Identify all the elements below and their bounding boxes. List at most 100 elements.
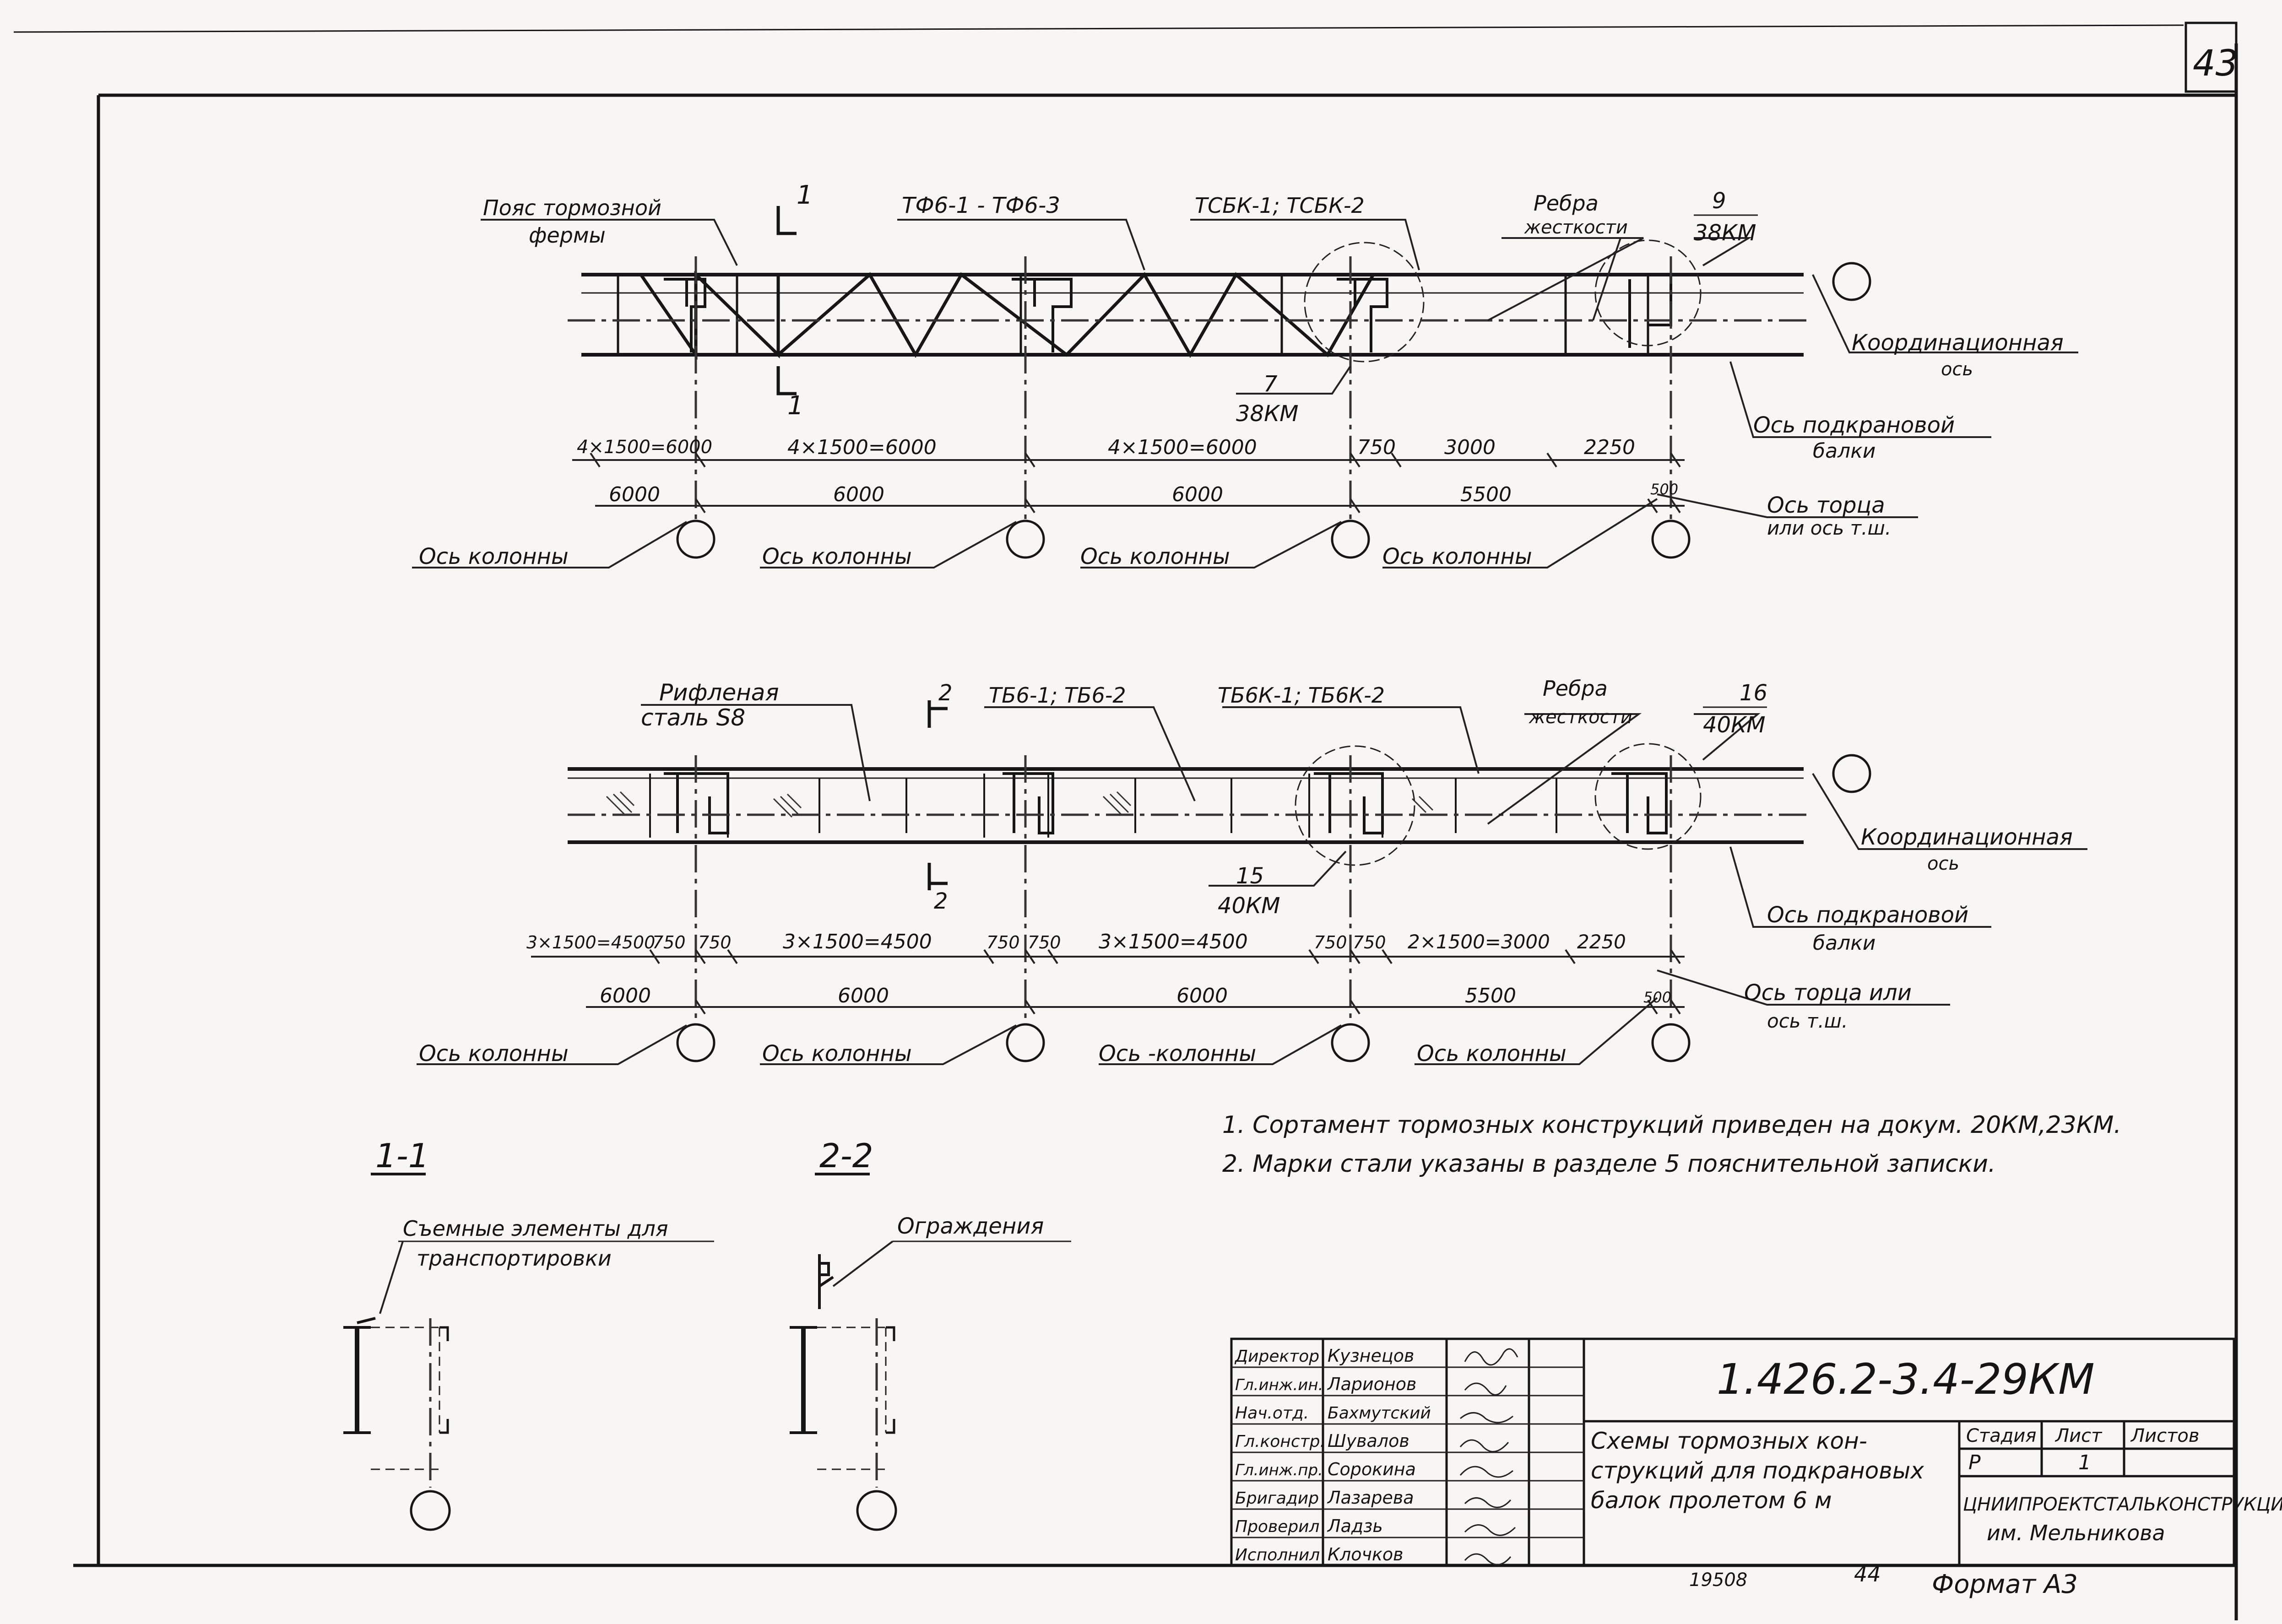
signatory-name: Бахмутский — [1328, 1404, 1431, 1423]
end-axis-label-line1: Ось торца — [1767, 493, 1885, 518]
section-mark-2-top: 2 — [938, 680, 953, 706]
node-16-number: 16 — [1740, 680, 1767, 706]
signatory-name: Шувалов — [1328, 1431, 1409, 1451]
axis-marker-circle — [1006, 520, 1045, 559]
axis-marker-circle — [1331, 520, 1370, 559]
signatory-name: Лазарева — [1327, 1488, 1414, 1508]
dimension-text: 6000 — [1172, 483, 1223, 506]
signatory-name: Ладзь — [1327, 1516, 1383, 1536]
node-7-doc: 38КМ — [1236, 401, 1299, 427]
signatory-role: Нач.отд. — [1235, 1404, 1309, 1423]
column-axis-label: Ось колонны — [419, 1041, 569, 1066]
footer-page-number: 44 — [1854, 1562, 1881, 1586]
signatures — [1459, 1348, 1518, 1565]
truss-axes — [568, 256, 1871, 559]
column-axis-label: Ось колонны — [762, 544, 912, 569]
axis-marker-circle — [676, 1023, 715, 1062]
signatory-name: Сорокина — [1328, 1459, 1416, 1479]
signatory-role: Гл.констр. — [1235, 1432, 1325, 1451]
crane-axis-label-line1: Ось подкрановой — [1767, 902, 1968, 928]
coord-axis-label-line1: Координационная — [1852, 330, 2064, 356]
axis-marker-circle — [1832, 754, 1871, 793]
truss-marks-label: ТФ6-1 - ТФ6-3 — [902, 193, 1060, 218]
ribs-label-line2: жесткости — [1529, 707, 1632, 728]
page-number-box: 43 — [2184, 22, 2238, 93]
section-2-2: 2-2 Ограждения — [790, 1137, 1071, 1531]
section-2-2-title: 2-2 — [819, 1137, 873, 1175]
section-mark-2-bottom: 2 — [934, 888, 948, 914]
dimension-text: 3×1500=4500 — [1099, 930, 1248, 953]
general-notes: 1. Сортамент тормозных конструкций приве… — [1222, 1111, 2121, 1178]
end-axis-label-line1: Ось торца или — [1744, 980, 1912, 1006]
node-9-doc: 38КМ — [1694, 220, 1756, 246]
chord-label-line2: фермы — [529, 223, 606, 248]
signatory-role: Гл.инж.ин. — [1235, 1376, 1323, 1394]
crane-axis-label-line1: Ось подкрановой — [1753, 412, 1955, 438]
column-axis-label: Ось колонны — [1382, 544, 1532, 569]
axis-marker-circle — [856, 1490, 897, 1531]
document-code: 1.426.2-3.4-29КМ — [1717, 1355, 2095, 1404]
end-axis-label-line2: ось т.ш. — [1767, 1010, 1848, 1032]
beam-marks-label: ТБ6-1; ТБ6-2 — [989, 683, 1126, 708]
drawing-title-line2: струкций для подкрановых — [1591, 1457, 1924, 1484]
dimension-text: 4×1500=6000 — [577, 437, 712, 458]
dimension-text: 750 — [1353, 932, 1386, 953]
axis-marker-circle — [1331, 1023, 1370, 1062]
axis-marker-circle — [1651, 520, 1691, 559]
dimension-text: 3×1500=4500 — [783, 930, 932, 953]
section-mark-1-top: 1 — [797, 180, 813, 210]
beam-text: Рифленая сталь S8 ТБ6-1; ТБ6-2 ТБ6К-1; Т… — [419, 676, 2073, 1066]
dimension-text: 6000 — [609, 483, 660, 506]
dimension-text: 750 — [698, 932, 732, 953]
crane-axis-label-line2: балки — [1813, 931, 1875, 955]
section-2-2-label: Ограждения — [897, 1213, 1044, 1239]
drawing-title-line3: балок пролетом 6 м — [1591, 1487, 1832, 1514]
axis-marker-circle — [676, 520, 715, 559]
beam-elevation — [568, 743, 1804, 866]
dimension-text: 750 — [1314, 932, 1347, 953]
signatory-role: Исполнил — [1235, 1546, 1320, 1564]
column-axis-label: Ось колонны — [762, 1041, 912, 1066]
dimension-text: 500 — [1650, 481, 1678, 498]
drawing-title-line1: Схемы тормозных кон- — [1591, 1428, 1867, 1454]
column-axis-label: Ось колонны — [1080, 544, 1230, 569]
crane-axis-label-line2: балки — [1813, 439, 1875, 463]
inventory-number: 19508 — [1689, 1570, 1747, 1591]
axis-marker-circle — [1006, 1023, 1045, 1062]
note-1: 1. Сортамент тормозных конструкций приве… — [1222, 1111, 2121, 1139]
column-axis-label: Ось колонны — [419, 544, 569, 569]
dimension-text: 750 — [987, 932, 1020, 953]
stage-value: Р — [1968, 1451, 1981, 1474]
sheet-format: Формат А3 — [1932, 1570, 2078, 1599]
dimension-text: 2250 — [1577, 931, 1626, 953]
dimension-text: 2250 — [1584, 436, 1635, 459]
beam-axes — [568, 754, 1871, 1062]
dimension-text: 6000 — [838, 984, 889, 1007]
dimension-text: 3000 — [1444, 436, 1496, 459]
dimension-text: 500 — [1643, 989, 1671, 1006]
axis-marker-circle — [410, 1490, 451, 1531]
axis-marker-circle — [1651, 1023, 1691, 1062]
node-7-number: 7 — [1263, 371, 1278, 397]
coord-axis-label-line2: ось — [1927, 853, 1959, 874]
section-1-1-label-line2: транспортировки — [417, 1246, 612, 1271]
signatory-role: Гл.инж.пр. — [1235, 1461, 1323, 1479]
beam-leaders — [417, 704, 2087, 1065]
dimension-text: 6000 — [833, 483, 884, 506]
beam-section-marks: 2 2 — [927, 680, 953, 914]
truss-elevation — [581, 239, 1804, 363]
column-axis-label: Ось колонны — [1417, 1041, 1567, 1066]
sheets-header: Листов — [2130, 1425, 2199, 1446]
truss-leaders — [412, 219, 2078, 568]
truss-text: Пояс тормозной фермы ТФ6-1 - ТФ6-3 ТСБК-… — [419, 188, 2064, 569]
dimension-text: 6000 — [600, 984, 651, 1007]
sheet-value: 1 — [2078, 1451, 2091, 1474]
node-15-doc: 40КМ — [1218, 893, 1280, 919]
signatory-role: Проверил — [1235, 1517, 1320, 1536]
node-9-number: 9 — [1712, 188, 1726, 214]
stage-header: Стадия — [1966, 1425, 2036, 1446]
dimension-text: 6000 — [1176, 984, 1228, 1007]
coord-axis-label-line2: ось — [1941, 359, 1973, 380]
dimension-text: 5500 — [1465, 984, 1516, 1007]
ribs-label-line2: жесткости — [1524, 217, 1628, 238]
